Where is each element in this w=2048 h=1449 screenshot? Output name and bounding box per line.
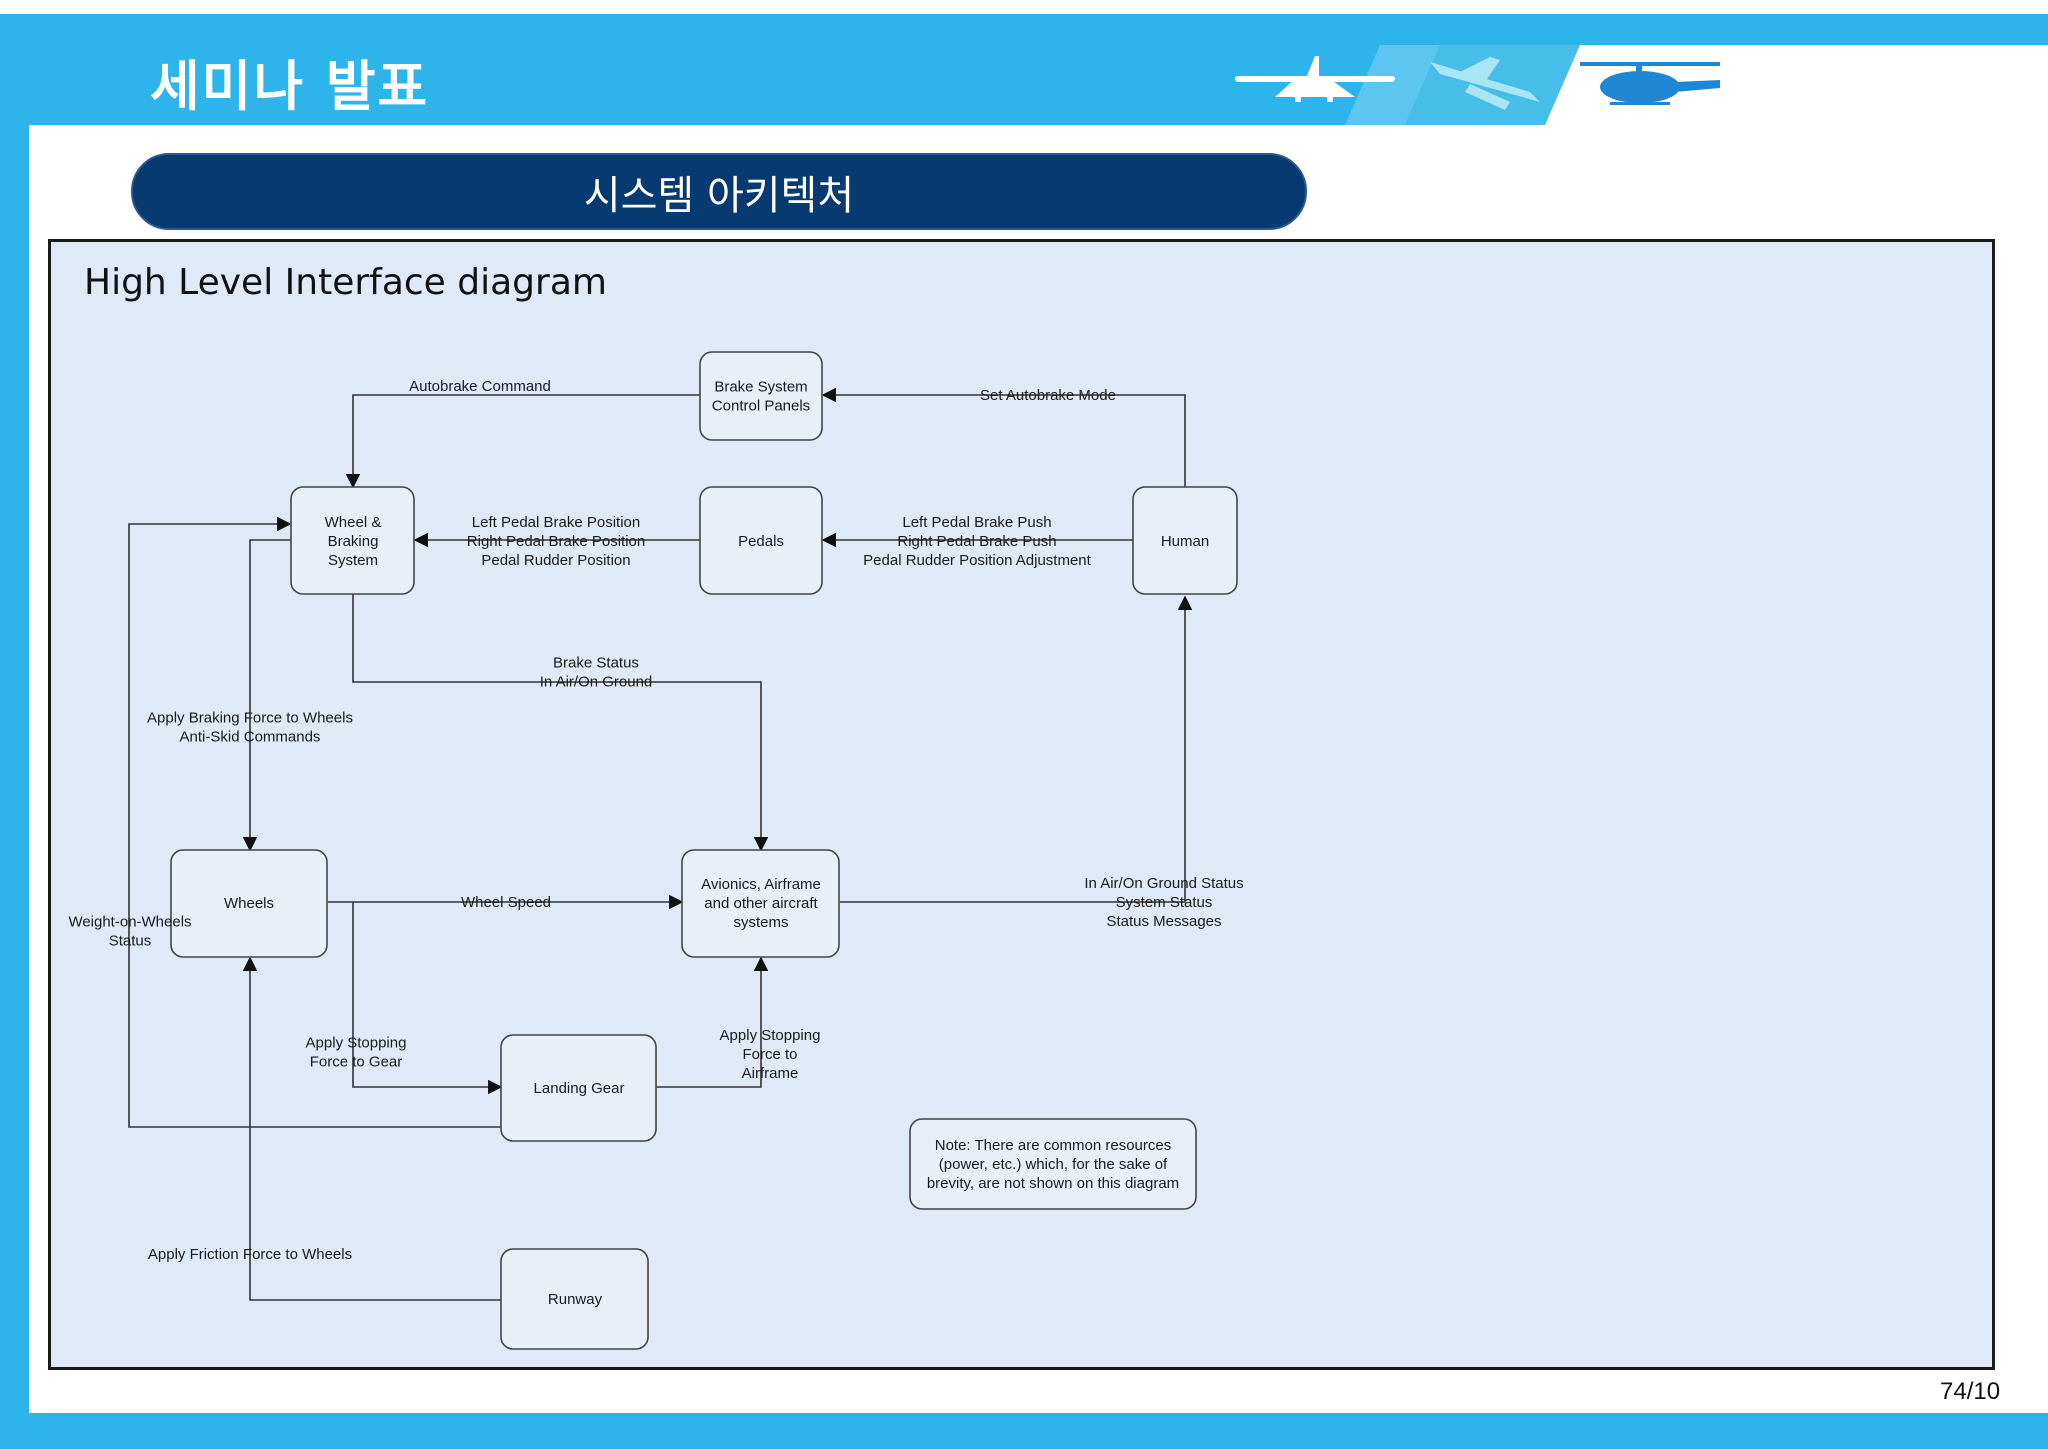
box-pedals (699, 486, 823, 595)
connector-apply-braking (242, 539, 291, 852)
box-human (1132, 486, 1238, 595)
label-wheel-speed: Wheel Speed (461, 894, 551, 911)
box-note (909, 1118, 1197, 1210)
header-title: 세미나 발표 (150, 55, 430, 118)
connector-stop-gear (352, 902, 503, 1095)
box-label-note: Note: There are common resources(power, … (927, 1137, 1179, 1192)
label-autobrake-command: Autobrake Command (409, 378, 551, 395)
connector-weight-on-wheels (128, 516, 501, 1128)
box-avionics (681, 849, 840, 958)
top-band (0, 0, 2048, 14)
helicopter-icon (1580, 62, 1720, 105)
cargo-plane-icon (1430, 57, 1540, 110)
section-title-pill: 시스템 아키텍처 (131, 153, 1307, 230)
section-title: 시스템 아키텍처 (583, 172, 855, 219)
right-strip (2019, 45, 2048, 1413)
box-brake-system-control-panels (699, 351, 823, 441)
box-runway (500, 1248, 649, 1350)
label-set-autobrake-mode: Set Autobrake Mode (980, 387, 1116, 404)
box-label-runway: Runway (548, 1291, 603, 1308)
box-label-landing-gear: Landing Gear (534, 1080, 625, 1097)
diagram-title: High Level Interface diagram (84, 262, 607, 303)
page-number: 74/10 (1940, 1378, 2001, 1405)
box-landing-gear (500, 1034, 657, 1142)
connector-ground-status (840, 595, 1193, 903)
box-label-wheels: Wheels (224, 895, 274, 912)
box-label-pedals: Pedals (738, 533, 784, 550)
connector-friction (242, 956, 501, 1301)
label-friction: Apply Friction Force to Wheels (148, 1246, 352, 1263)
airliner-icon (1235, 56, 1395, 102)
box-wheels (170, 849, 328, 958)
connector-set-autobrake-mode (821, 387, 1186, 487)
connector-stop-airframe (656, 956, 769, 1088)
header-panel-1 (1345, 45, 1440, 125)
connector-autobrake-command (345, 394, 700, 489)
connector-brake-status (352, 594, 769, 852)
box-label-human: Human (1161, 533, 1209, 550)
box-wheel-braking-system (290, 486, 415, 595)
